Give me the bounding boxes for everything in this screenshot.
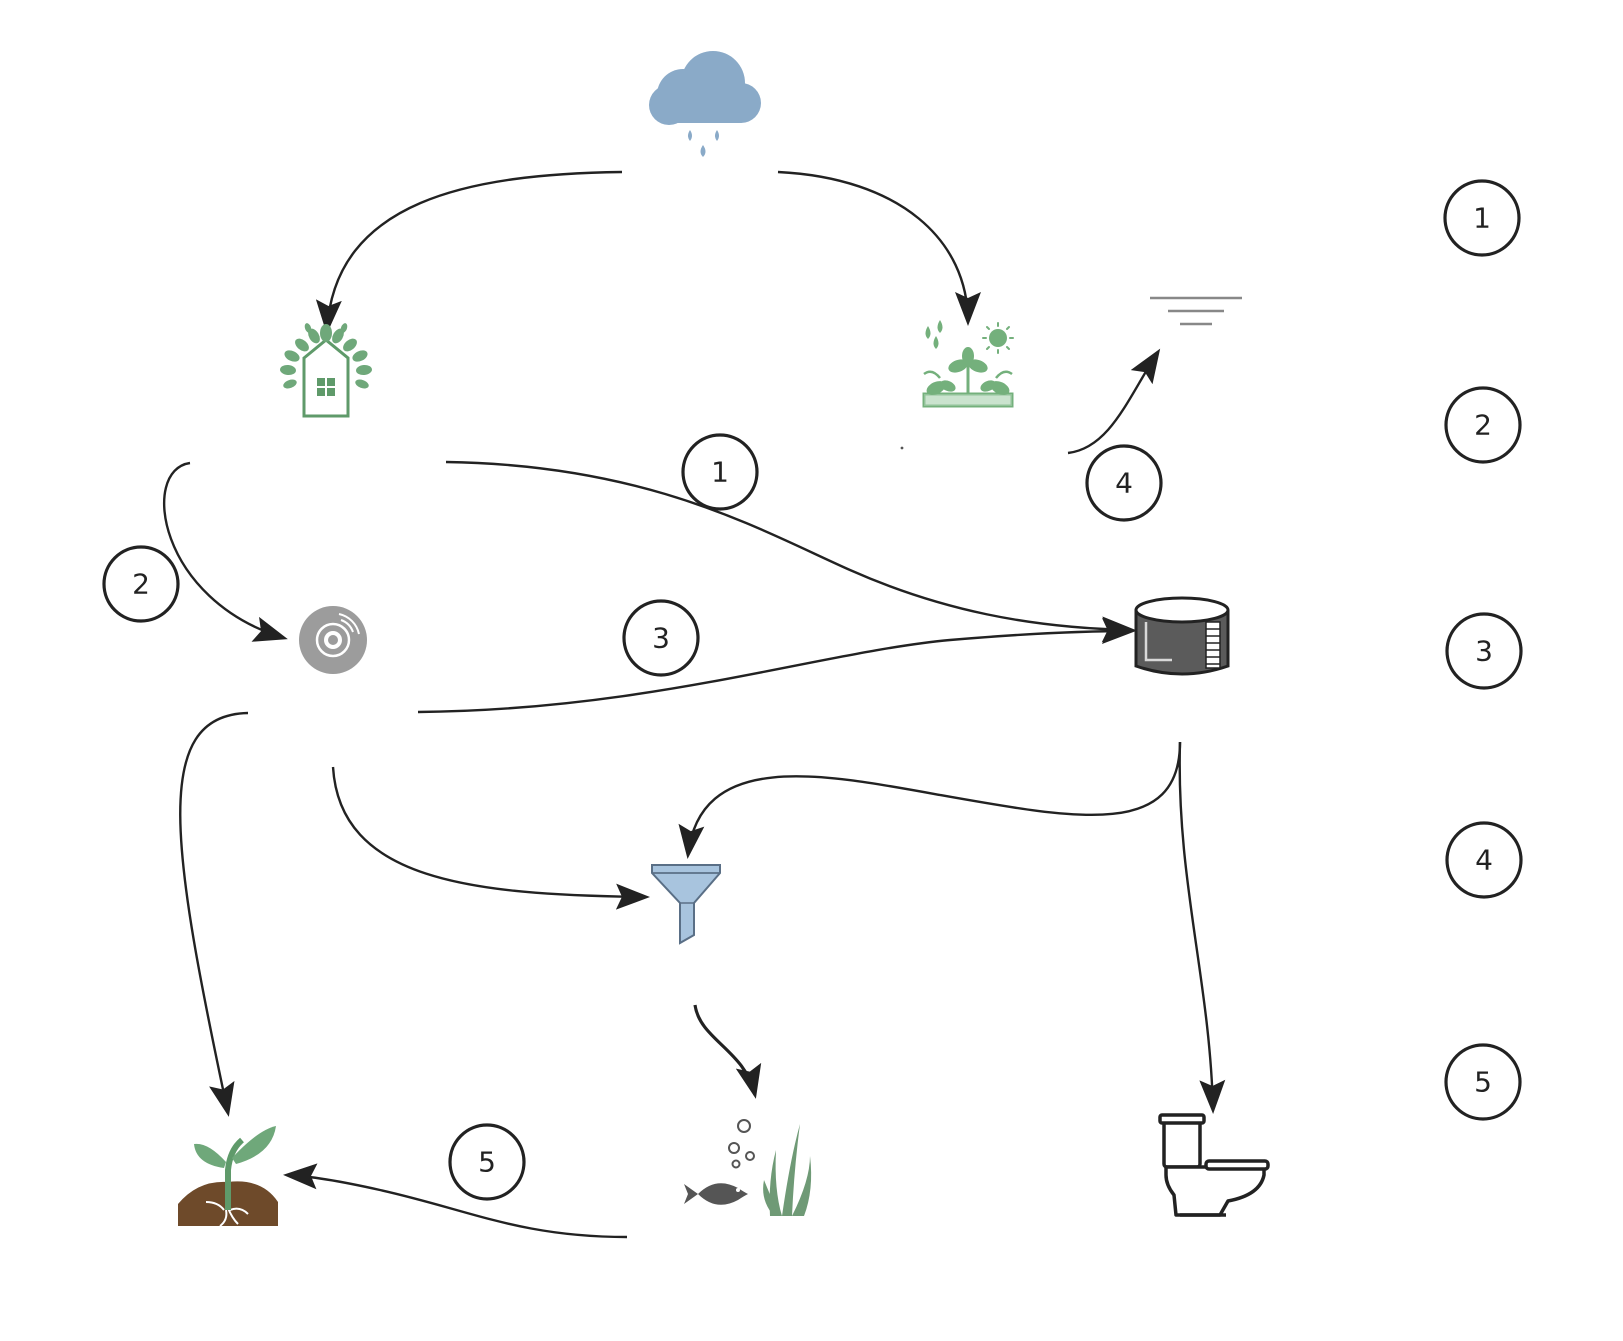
arrow-aquatic-to-seedling: [283, 1163, 628, 1239]
svg-text:5: 5: [478, 1146, 496, 1179]
fish-seaweed-icon: [684, 1119, 812, 1216]
filter-funnel-icon: [651, 864, 721, 945]
svg-text:1: 1: [1473, 202, 1491, 235]
path-label-4: 4: [1085, 444, 1163, 522]
arrow-disc-to-filter: [331, 766, 650, 910]
arrow-tank-to-toilet: [1178, 741, 1226, 1114]
path-label-1: 1: [681, 433, 759, 511]
arrow-green-roof-to-tank: [445, 460, 1136, 643]
path-labels: 1 2 3 4 5: [102, 433, 1163, 1201]
path-label-2: 2: [102, 545, 180, 623]
svg-text:4: 4: [1115, 467, 1133, 500]
svg-text:4: 4: [1475, 844, 1493, 877]
legend-number-2: 2: [1444, 386, 1522, 464]
svg-text:2: 2: [132, 568, 150, 601]
arrow-disc-to-tank: [417, 618, 1136, 714]
svg-text:5: 5: [1474, 1066, 1492, 1099]
disc-icon: [299, 606, 367, 674]
legend-number-3: 3: [1445, 612, 1523, 690]
evaporation-lines-icon: [1150, 296, 1242, 326]
path-label-5: 5: [448, 1123, 526, 1201]
legend-number-4: 4: [1445, 821, 1523, 899]
svg-text:3: 3: [652, 622, 670, 655]
arrow-disc-to-seedling: [179, 711, 249, 1117]
seedling-soil-icon: [178, 1126, 278, 1227]
arrow-tank-to-filter: [678, 741, 1182, 859]
arrow-filter-to-aquatic: [693, 1004, 762, 1099]
arrow-garden-to-evaporation: [1067, 348, 1161, 455]
legend-number-1: 1: [1443, 179, 1521, 257]
storage-tank-icon: [1134, 596, 1230, 676]
plant-bed-icon: [922, 320, 1014, 408]
flow-arrows: [162, 170, 1226, 1239]
green-roof-house-icon: [280, 323, 372, 418]
legend-numbers: 1 2 3 4 5: [1443, 179, 1523, 1121]
path-label-3: 3: [622, 599, 700, 677]
legend-number-5: 5: [1444, 1043, 1522, 1121]
small-dot-mark: [900, 446, 904, 450]
arrow-rain-to-garden: [777, 170, 981, 326]
arrow-rain-to-green-roof: [315, 170, 623, 334]
svg-text:3: 3: [1475, 635, 1493, 668]
svg-text:1: 1: [711, 456, 729, 489]
rain-cloud-icon: [649, 51, 761, 157]
arrow-green-roof-to-disc: [162, 461, 288, 642]
svg-text:2: 2: [1474, 409, 1492, 442]
toilet-icon: [1158, 1113, 1270, 1217]
